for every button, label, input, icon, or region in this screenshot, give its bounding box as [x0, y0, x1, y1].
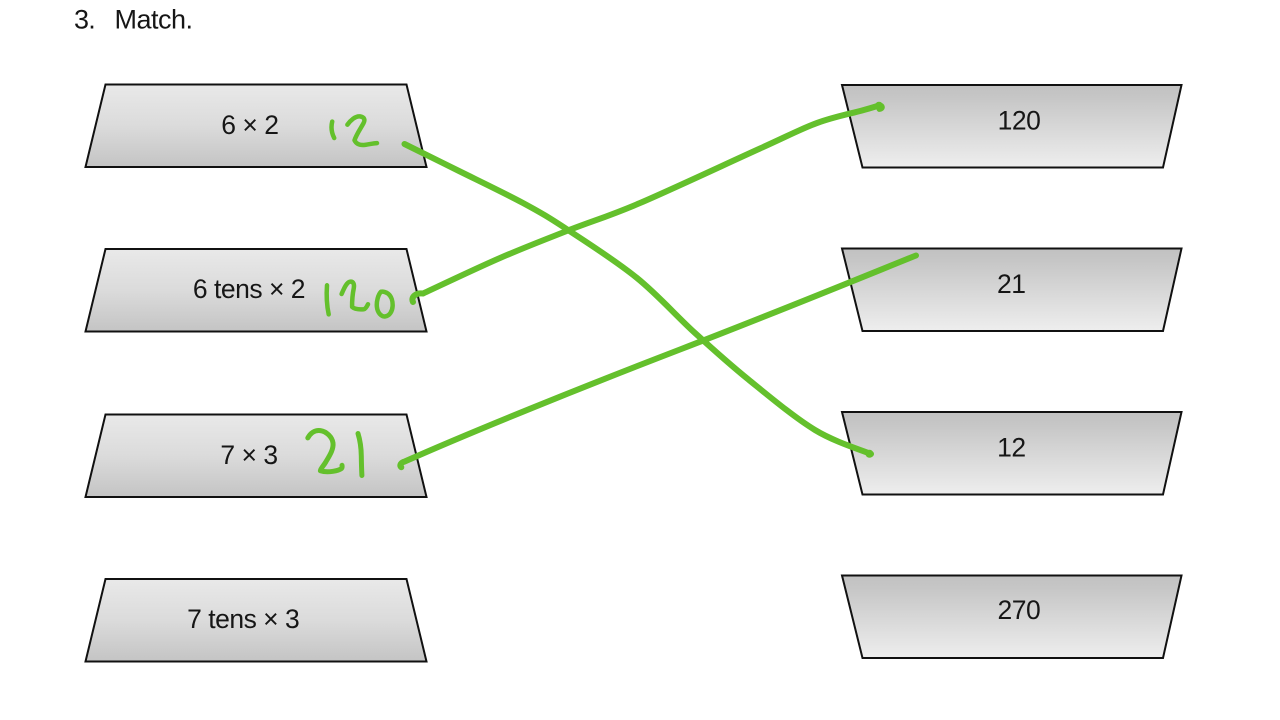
- svg-text:270: 270: [998, 595, 1041, 625]
- svg-text:21: 21: [997, 269, 1025, 299]
- svg-text:Match.: Match.: [115, 4, 193, 34]
- svg-text:12: 12: [997, 433, 1025, 463]
- svg-text:7 tens × 3: 7 tens × 3: [187, 604, 299, 634]
- svg-text:6 × 2: 6 × 2: [221, 110, 278, 140]
- svg-text:120: 120: [998, 105, 1041, 135]
- svg-text:3.: 3.: [74, 4, 95, 34]
- svg-text:6 tens × 2: 6 tens × 2: [193, 274, 305, 304]
- svg-text:7 × 3: 7 × 3: [220, 440, 277, 470]
